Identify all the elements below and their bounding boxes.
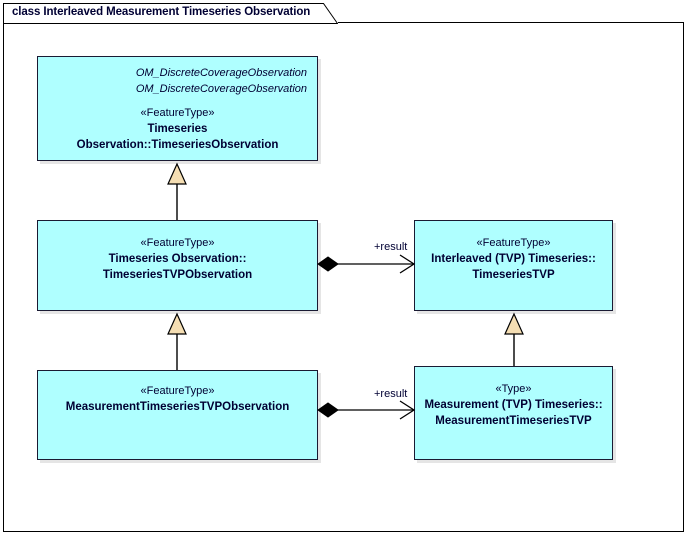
title-tab-shape — [3, 3, 338, 24]
constraint-line-2: OM_DiscreteCoverageObservation — [135, 83, 307, 95]
class-box-measurement-timeseries-tvp[interactable]: «Type» Measurement (TVP) Timeseries:: Me… — [414, 366, 613, 460]
spacer — [46, 97, 309, 105]
class-name-line-2: TimeseriesTVPObservation — [102, 269, 253, 281]
class-stereotype: «FeatureType» — [140, 385, 215, 397]
association-role-label-upper: +result — [374, 241, 408, 253]
class-name-line-1: MeasurementTimeseriesTVPObservation — [65, 401, 290, 413]
class-box-measurement-timeseries-tvp-observation[interactable]: «FeatureType» MeasurementTimeseriesTVPOb… — [37, 370, 318, 460]
class-name-line-2: MeasurementTimeseriesTVP — [435, 415, 592, 427]
class-name-line-2: TimeseriesTVP — [472, 269, 555, 281]
class-stereotype: «FeatureType» — [476, 237, 551, 249]
class-name-line-1: Interleaved (TVP) Timeseries:: — [431, 253, 596, 265]
constraint-line-1: OM_DiscreteCoverageObservation — [135, 67, 307, 79]
class-stereotype: «FeatureType» — [140, 237, 215, 249]
class-name-line-1: Timeseries Observation:: — [108, 253, 247, 265]
association-role-label-lower: +result — [374, 388, 408, 400]
class-name-line-1: Measurement (TVP) Timeseries:: — [424, 399, 603, 411]
class-box-content: «Type» Measurement (TVP) Timeseries:: Me… — [415, 367, 612, 433]
class-box-timeseries-tvp[interactable]: «FeatureType» Interleaved (TVP) Timeseri… — [414, 220, 613, 311]
class-name-line-1: Timeseries Observation::TimeseriesObserv… — [76, 123, 279, 151]
class-box-content: «FeatureType» Interleaved (TVP) Timeseri… — [415, 221, 612, 287]
diagram-title-tab: class Interleaved Measurement Timeseries… — [3, 3, 338, 24]
class-stereotype: «Type» — [495, 383, 532, 395]
diagram-title-label: class Interleaved Measurement Timeseries… — [12, 6, 311, 18]
class-box-content: OM_DiscreteCoverageObservation OM_Discre… — [38, 57, 317, 157]
class-box-content: «FeatureType» MeasurementTimeseriesTVPOb… — [38, 371, 317, 419]
class-stereotype: «FeatureType» — [140, 107, 215, 119]
class-box-content: «FeatureType» Timeseries Observation:: T… — [38, 221, 317, 287]
class-box-timeseries-tvp-observation[interactable]: «FeatureType» Timeseries Observation:: T… — [37, 220, 318, 311]
class-box-timeseries-observation[interactable]: OM_DiscreteCoverageObservation OM_Discre… — [37, 56, 318, 161]
